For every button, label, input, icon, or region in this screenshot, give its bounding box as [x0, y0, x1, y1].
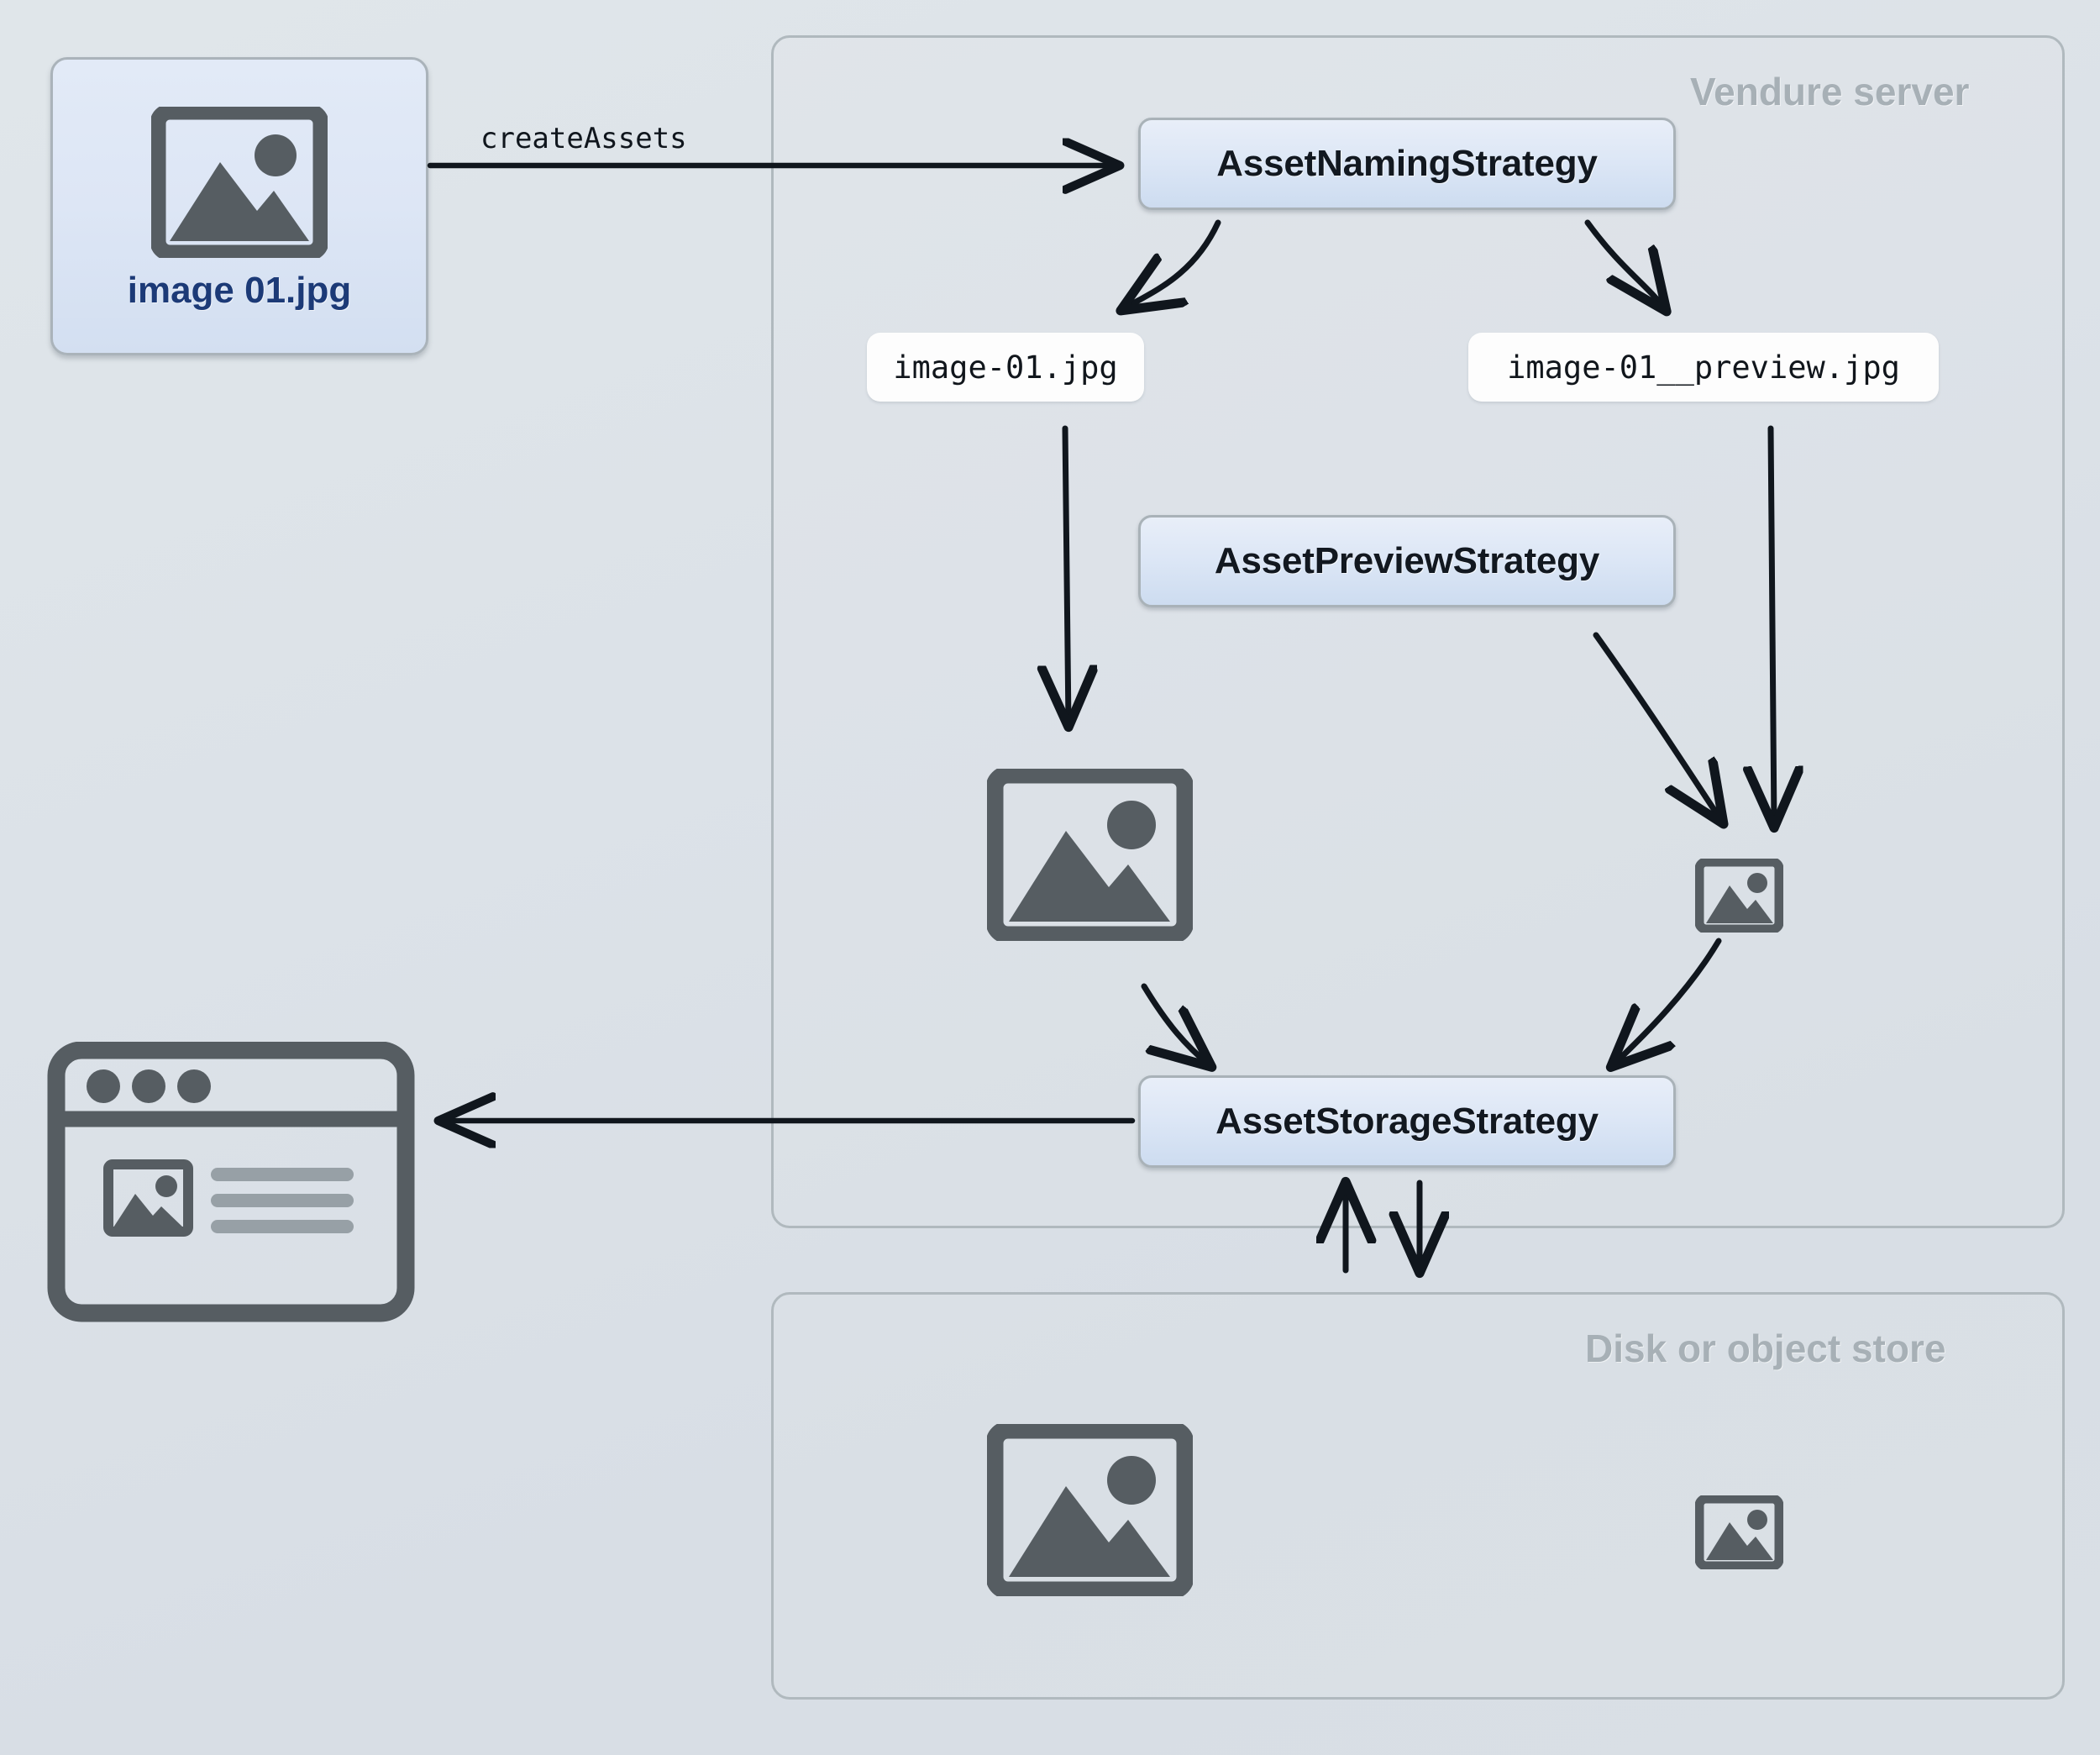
source-asset-label: image 01.jpg [127, 269, 352, 311]
preview-filename-chip: image-01__preview.jpg [1468, 333, 1939, 402]
group-label-vendure-server: Vendure server [1690, 70, 1970, 113]
source-filename-chip: image-01.jpg [867, 333, 1144, 402]
create-assets-edge-label: createAssets [480, 122, 687, 155]
store-source-image-icon [985, 1421, 1194, 1600]
group-label-disk-or-object-store: Disk or object store [1585, 1327, 1946, 1370]
source-asset-card[interactable]: image 01.jpg [50, 57, 428, 355]
group-disk-or-object-store [771, 1292, 2065, 1700]
server-source-image-icon [985, 765, 1194, 945]
asset-naming-strategy-box[interactable]: AssetNamingStrategy [1138, 118, 1676, 210]
group-vendure-server [771, 35, 2065, 1228]
image-icon [150, 103, 329, 260]
asset-preview-strategy-box[interactable]: AssetPreviewStrategy [1138, 515, 1676, 607]
browser-window-icon [46, 1041, 416, 1327]
asset-storage-strategy-box[interactable]: AssetStorageStrategy [1138, 1075, 1676, 1168]
store-preview-image-icon [1694, 1494, 1784, 1574]
server-preview-image-icon [1694, 857, 1784, 937]
